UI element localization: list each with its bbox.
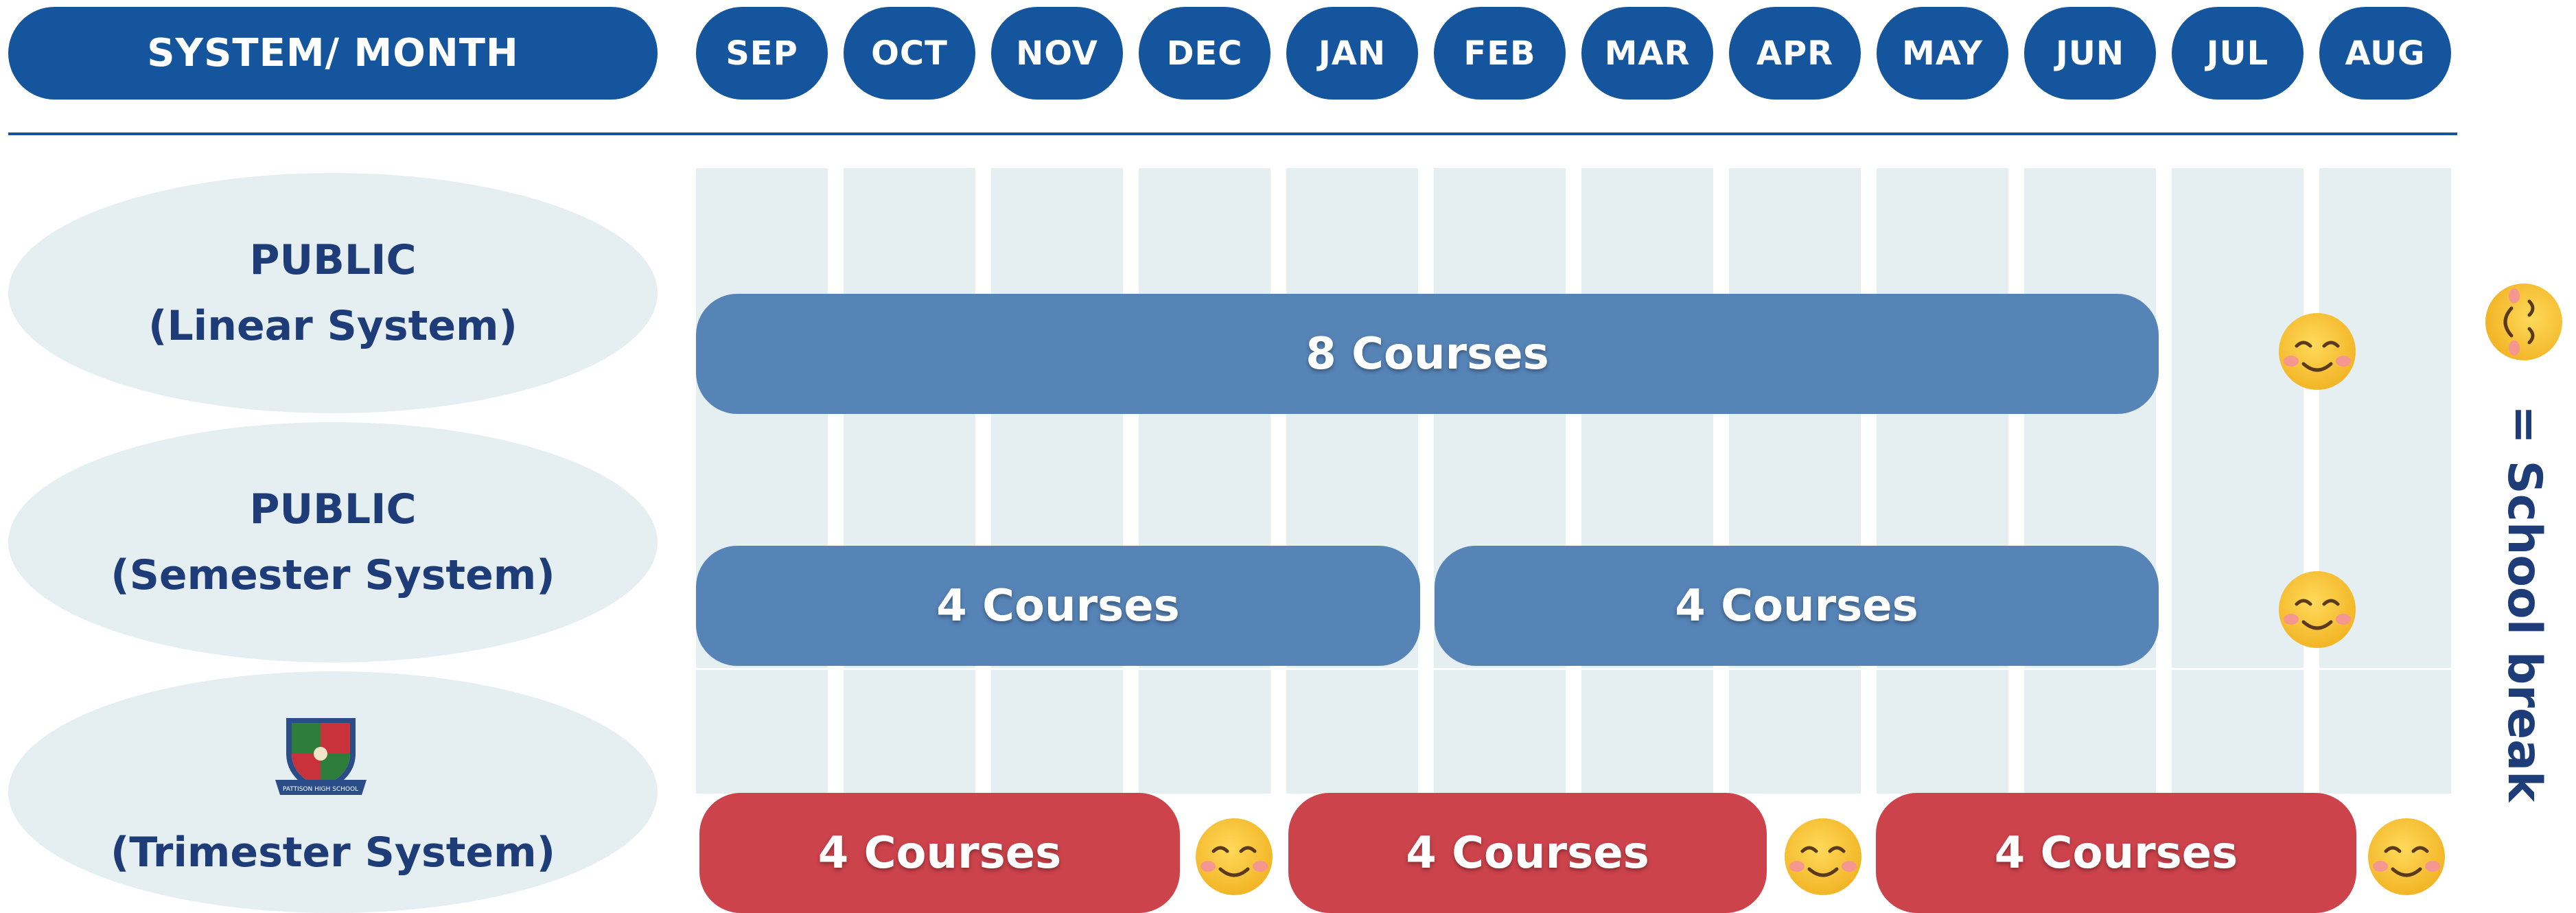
grid-cell (1581, 670, 1713, 794)
bar-trimester-3: 4 Courses (1876, 793, 2356, 913)
school-break-smiley-icon (2365, 816, 2448, 898)
bar-trimester-2: 4 Courses (1288, 793, 1767, 913)
grid-cell (2319, 670, 2451, 794)
school-break-smiley-icon (1782, 816, 1864, 898)
school-break-smiley-icon (1193, 816, 1275, 898)
grid-cell (2172, 670, 2304, 794)
legend-smiley-icon (2483, 281, 2565, 363)
grid-cell (2172, 168, 2304, 415)
grid-cell (844, 670, 975, 794)
row-label-linear-line2: (Linear System) (148, 302, 518, 350)
month-apr: APR (1729, 7, 1861, 100)
month-nov: NOV (991, 7, 1123, 100)
grid-cell (1729, 670, 1861, 794)
month-mar: MAR (1581, 7, 1713, 100)
school-crest-logo: PATTISON HIGH SCHOOL (275, 718, 367, 795)
school-crest-text: PATTISON HIGH SCHOOL (283, 786, 358, 793)
row-label-semester-line1: PUBLIC (249, 485, 417, 533)
bar-trimester-1: 4 Courses (699, 793, 1180, 913)
header-divider (8, 132, 2457, 135)
row-label-trimester-line2: (Trimester System) (110, 829, 556, 877)
grid-cell (696, 670, 828, 794)
system-month-header: SYSTEM/ MONTH (8, 7, 658, 100)
row-label-semester-line2: (Semester System) (111, 551, 555, 599)
school-break-smiley-icon (2276, 310, 2358, 393)
grid-cell (1286, 670, 1418, 794)
grid-cell (1139, 670, 1270, 794)
month-may: MAY (1877, 7, 2008, 100)
grid-cell (991, 670, 1123, 794)
month-jun: JUN (2024, 7, 2156, 100)
row-label-trimester: (Trimester System) (8, 671, 658, 913)
bar-semester-2: 4 Courses (1435, 546, 2159, 666)
grid-cell (1434, 670, 1566, 794)
month-oct: OCT (844, 7, 975, 100)
school-break-smiley-icon (2276, 568, 2358, 651)
grid-cell (2024, 670, 2156, 794)
month-jan: JAN (1286, 7, 1418, 100)
grid-cell (1877, 670, 2008, 794)
bar-semester-1: 4 Courses (696, 546, 1420, 666)
month-aug: AUG (2319, 7, 2451, 100)
legend-school-break-text: = School break (2497, 405, 2551, 802)
month-jul: JUL (2172, 7, 2304, 100)
row-label-linear: PUBLIC (Linear System) (8, 173, 658, 413)
row-label-semester: PUBLIC (Semester System) (8, 422, 658, 662)
bar-linear-8-courses: 8 Courses (696, 294, 2159, 414)
month-sep: SEP (696, 7, 828, 100)
row-label-linear-line1: PUBLIC (249, 236, 417, 284)
grid-cell (2172, 415, 2304, 668)
month-dec: DEC (1139, 7, 1270, 100)
month-feb: FEB (1434, 7, 1566, 100)
